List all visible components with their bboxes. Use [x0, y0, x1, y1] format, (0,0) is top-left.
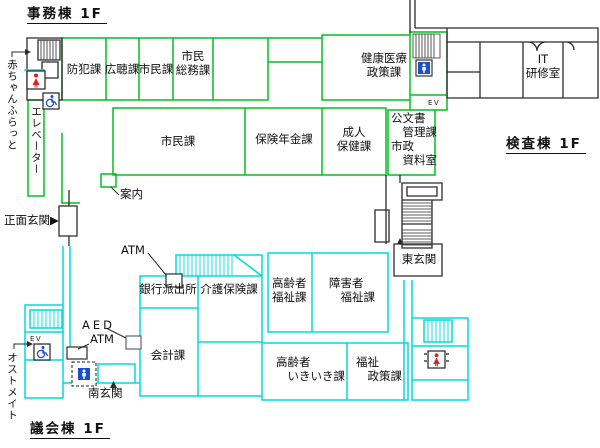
stairs-hatch-black [40, 33, 441, 246]
inspection-wing-walls [26, 0, 599, 101]
wheelchair-icon [33, 343, 51, 361]
aed-label: AED [82, 318, 115, 332]
ev-lower-label: EV [30, 335, 43, 343]
room-it-training: IT 研修室 [525, 52, 561, 80]
room-bank-branch: 銀行派出所 [139, 282, 197, 296]
room-citizens-general-affairs: 市民 総務課 [175, 49, 211, 77]
women-toilet-icon [424, 350, 449, 369]
room-citizens-main: 市民課 [160, 134, 196, 148]
baby-flat-label: 赤ちゃんふらっと [6, 59, 18, 151]
label-connectors [11, 51, 167, 350]
room-public-hearing: 広聴課 [104, 62, 140, 76]
elevator-label: エレベーター [30, 106, 42, 175]
room-health-medical-policy: 健康医療 政策課 [361, 51, 407, 79]
east-stair-marker-icon [397, 238, 403, 244]
office-wing-title: 事務棟 1F [27, 2, 107, 24]
room-disability-welfare: 障害者 福祉課 [329, 276, 375, 304]
stairs-hatch-cyan [33, 255, 449, 342]
room-crime-prevention: 防犯課 [66, 62, 102, 76]
east-entrance-label: 東玄関 [401, 252, 437, 266]
men-toilet-icon [71, 361, 97, 387]
men-toilet-icon [415, 59, 433, 77]
room-accounting: 会計課 [150, 348, 186, 362]
women-toilet-icon [26, 70, 46, 90]
south-entrance-marker-icon [110, 381, 117, 388]
main-entrance-label: 正面玄関▶ [4, 213, 59, 227]
ostomate-arrow [27, 341, 33, 347]
room-welfare-policy: 福祉 政策課 [356, 355, 402, 383]
wheelchair-icon [42, 92, 60, 110]
atm-upper-box [165, 273, 183, 288]
room-nursing-care-insurance: 介護保険課 [200, 282, 258, 296]
room-elderly-vitality: 高齢者 いきいき課 [276, 355, 345, 383]
inspection-wing-title: 検査棟 1F [506, 132, 586, 154]
room-citizens-small: 市民課 [138, 62, 174, 76]
atm-lower-box [66, 346, 88, 360]
room-adult-health: 成人 保健課 [336, 125, 372, 153]
room-elderly-welfare: 高齢者 福祉課 [272, 276, 307, 304]
atm-upper-label: ATM [121, 243, 145, 257]
south-entrance-label: 南玄関 [88, 386, 123, 400]
room-city-reference: 市政 資料室 [391, 139, 437, 167]
atm-lower-label: ATM [90, 332, 114, 346]
baby-flat-arrow [25, 49, 31, 55]
ev-upper-label: EV [428, 99, 441, 107]
information-label: 案内 [120, 187, 143, 201]
east-stairwell-walls [58, 175, 443, 277]
room-insurance-pension: 保険年金課 [255, 132, 313, 146]
room-official-documents: 公文書 管理課 [391, 111, 437, 139]
aed-box [125, 335, 142, 350]
assembly-wing-title: 議会棟 1F [30, 417, 110, 439]
ostomate-label: オストメイト [6, 352, 18, 421]
